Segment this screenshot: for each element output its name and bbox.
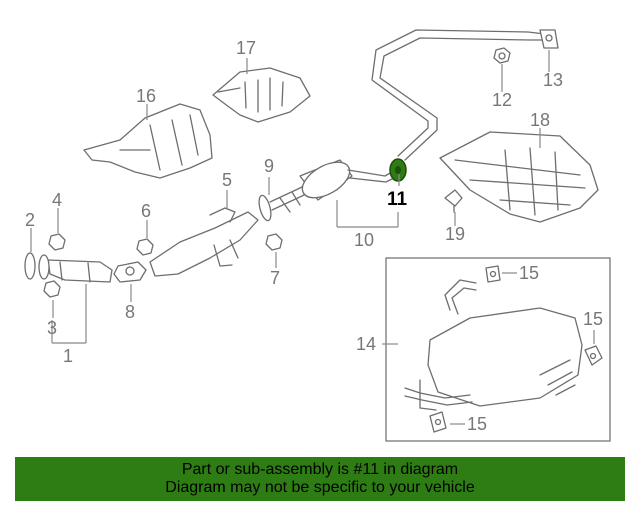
callout-15-right: 15 [583, 309, 603, 329]
callout-8: 8 [125, 302, 135, 322]
leader-lines [30, 50, 595, 425]
callout-18: 18 [530, 110, 550, 130]
callout-16: 16 [136, 86, 156, 106]
callout-6: 6 [141, 201, 151, 221]
part-18-floor-heat-shield [439, 131, 599, 223]
info-banner: Part or sub-assembly is #11 in diagram D… [15, 457, 625, 501]
callout-4: 4 [52, 190, 62, 210]
part-13-gasket [539, 29, 559, 49]
callout-7: 7 [270, 268, 280, 288]
banner-line-1: Part or sub-assembly is #11 in diagram [181, 461, 459, 478]
callout-17: 17 [236, 38, 256, 58]
part-6-nut [136, 238, 154, 256]
part-15-hanger-bottom [429, 411, 447, 433]
part-11-hanger-highlighted [389, 158, 407, 182]
callout-2: 2 [25, 210, 35, 230]
callout-19: 19 [445, 224, 465, 244]
part-3-nut [43, 280, 61, 298]
part-17-heat-shield [212, 67, 311, 123]
callout-14: 14 [356, 334, 376, 354]
part-12-nut [493, 47, 511, 64]
part-long-tailpipe-upper [371, 29, 546, 161]
callout-15-top: 15 [519, 263, 539, 283]
part-10-center-pipe [269, 159, 395, 213]
part-7-nut [265, 233, 283, 251]
part-19-clip [444, 189, 463, 213]
callout-13: 13 [543, 70, 563, 90]
callout-10: 10 [354, 230, 374, 250]
banner-line-2: Diagram may not be specific to your vehi… [165, 479, 475, 496]
part-5-converter [149, 207, 259, 277]
part-14-muffler-box [385, 257, 611, 442]
part-1-front-pipe [38, 254, 113, 283]
part-4-nut [48, 233, 66, 251]
callout-11: 11 [387, 189, 408, 210]
part-16-heat-shield [83, 103, 213, 179]
callout-15-bottom: 15 [467, 414, 487, 434]
callout-3: 3 [47, 318, 57, 338]
callout-12: 12 [492, 90, 512, 110]
callout-9: 9 [264, 156, 274, 176]
part-9-gasket [258, 194, 272, 222]
part-15-hanger-top [485, 265, 501, 283]
part-15-hanger-right [584, 345, 603, 366]
callout-1: 1 [63, 346, 73, 366]
part-8-gasket [113, 261, 147, 283]
exhaust-system-diagram: 17 16 9 5 4 2 6 7 8 3 1 10 11 12 13 18 1… [24, 29, 611, 442]
part-2-gasket [24, 252, 36, 280]
callout-5: 5 [222, 170, 232, 190]
